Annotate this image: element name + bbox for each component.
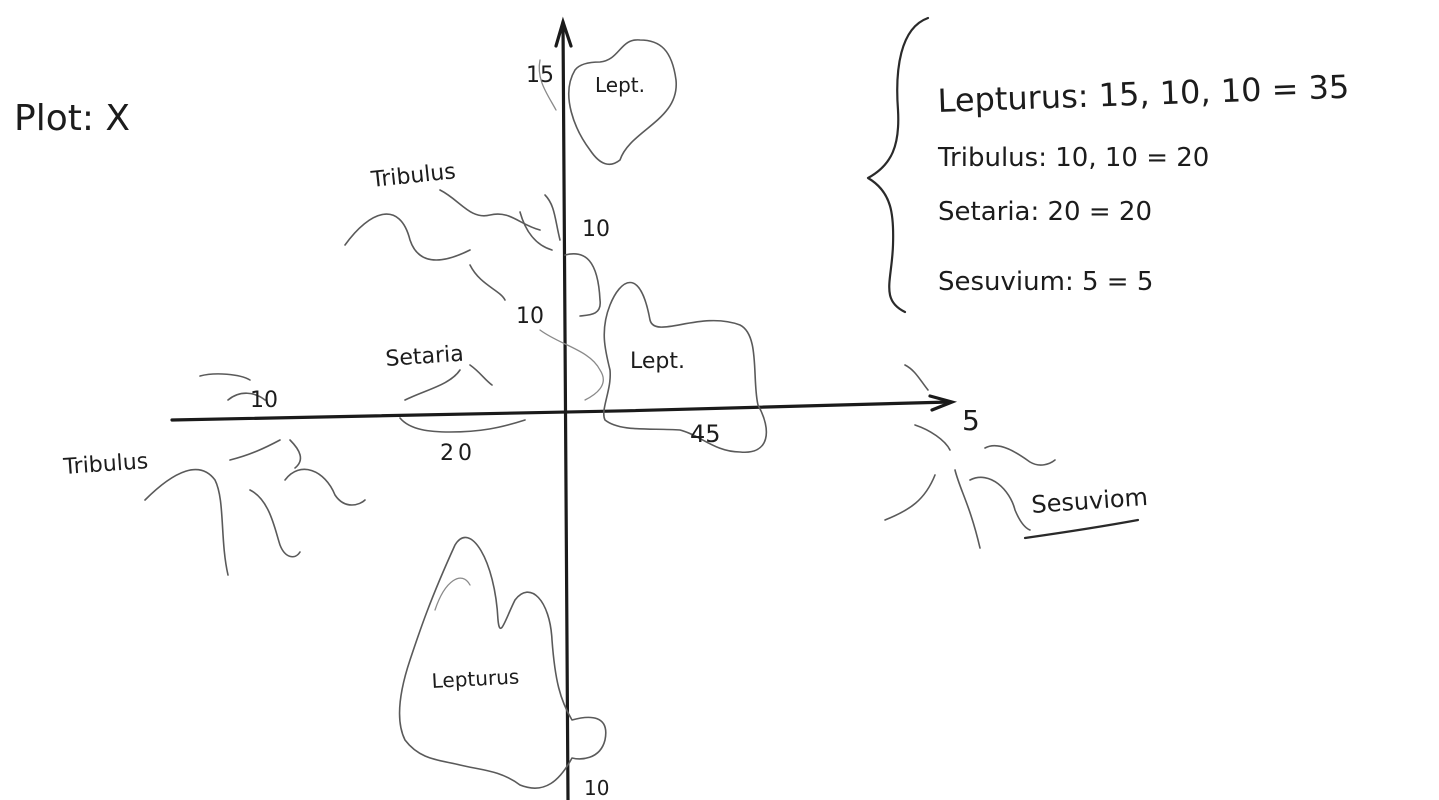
- right-end-number: 5: [962, 404, 980, 437]
- up-end-number: 15: [526, 63, 554, 88]
- up-left-species: Tribulus: [369, 159, 457, 193]
- left-tribulus-vine-7: [289, 439, 302, 469]
- summary-brace: [866, 16, 930, 314]
- upper-tribulus-vine-4: [469, 264, 506, 301]
- upper-tribulus-vine-1: [344, 213, 471, 261]
- left-tribulus-vine-2: [227, 392, 266, 401]
- right-arrow-head: [928, 394, 958, 412]
- sesuvium-underline: [1023, 518, 1140, 540]
- right-lept-patch: [603, 281, 768, 453]
- lower-lepturus-patch: [398, 536, 607, 789]
- summary-row-tribulus: Tribulus: 10, 10 = 20: [937, 143, 1209, 173]
- plot-label: Plot: X: [14, 98, 130, 139]
- center-number: 10: [516, 304, 544, 329]
- setaria-patch: [399, 364, 526, 433]
- vertical-transect-line: [561, 20, 570, 800]
- sesuvium-vine-2: [914, 424, 951, 451]
- left-end-species: Tribulus: [62, 449, 149, 480]
- upper-lept-tail: [538, 59, 557, 111]
- sesuvium-vine-4: [954, 469, 981, 549]
- center-right-species: Lept.: [630, 349, 685, 374]
- down-species: Lepturus: [431, 664, 520, 693]
- right-lept-inner: [539, 329, 604, 401]
- sesuvium-vine-1: [904, 364, 929, 391]
- left-tribulus-vine-4: [144, 468, 229, 576]
- center-left-species: Setaria: [385, 342, 465, 372]
- up-arrow-head: [554, 16, 573, 48]
- left-tribulus-vine-6: [284, 468, 366, 506]
- sesuvium-vine-3: [884, 474, 936, 521]
- upper-tribulus-vine-6: [564, 253, 601, 317]
- down-end-number: 10: [584, 776, 609, 800]
- sesuvium-vine-5: [969, 476, 1031, 531]
- sesuvium-vine-6: [984, 445, 1056, 466]
- left-tribulus-vine-1: [199, 373, 251, 381]
- lower-lepturus-inner: [434, 577, 471, 611]
- upper-tribulus-vine-3: [519, 211, 553, 251]
- up-mid-number: 10: [582, 217, 610, 242]
- horizontal-transect-line: [170, 400, 952, 422]
- summary-row-sesuvium: Sesuvium: 5 = 5: [938, 267, 1153, 297]
- left-mid-number: 20: [440, 441, 476, 466]
- upper-tribulus-vine-5: [544, 194, 561, 241]
- upper-lept-patch: [567, 39, 677, 166]
- right-end-species: Sesuviom: [1030, 483, 1148, 519]
- up-end-species: Lept.: [595, 73, 645, 97]
- left-end-number: 10: [250, 388, 278, 413]
- summary-row-setaria: Setaria: 20 = 20: [938, 197, 1152, 227]
- left-tribulus-vine-5: [249, 489, 301, 558]
- right-mid-number: 45: [690, 420, 721, 448]
- summary-row-lepturus: Lepturus: 15, 10, 10 = 35: [937, 68, 1350, 120]
- left-tribulus-vine-3: [229, 439, 281, 461]
